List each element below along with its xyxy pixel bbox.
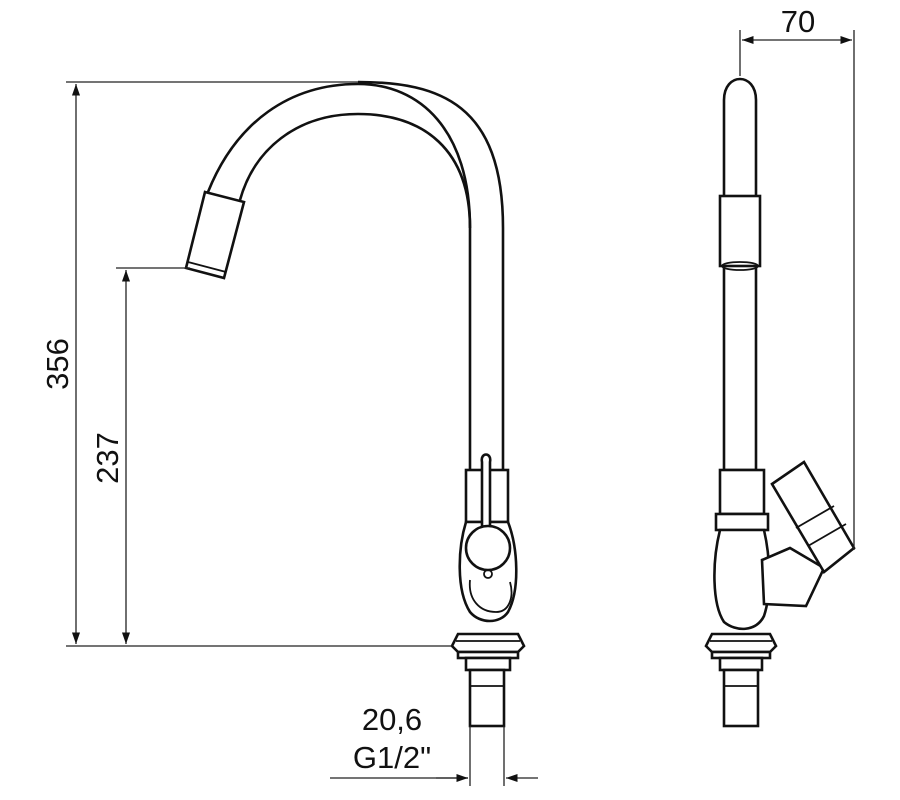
- front-spout-tube-inner-curve: [238, 112, 472, 229]
- side-aerator: [718, 194, 762, 268]
- side-handle-band: [795, 505, 835, 529]
- front-thread-shank: [468, 668, 506, 728]
- side-valve-body: [713, 528, 771, 631]
- front-aerator: [184, 190, 246, 280]
- side-base-flange: [704, 632, 778, 654]
- side-thread-shank: [722, 668, 760, 728]
- front-handle-stem: [480, 453, 492, 532]
- front-spout-tube: [206, 82, 472, 470]
- side-valve-ring: [714, 512, 770, 532]
- front-base-nut: [464, 656, 512, 672]
- side-handle-band-2: [807, 523, 847, 547]
- side-aerator-outlet: [721, 261, 759, 271]
- front-handle-screw: [483, 569, 493, 579]
- front-valve-contour: [468, 579, 513, 613]
- total-height-label: 356: [40, 338, 75, 390]
- front-view: [184, 80, 526, 728]
- front-aerator-tip: [187, 261, 227, 273]
- thread-size-label: 20,6: [362, 702, 422, 737]
- side-handle-arm: [760, 546, 826, 608]
- dimension-spout-height: 237: [90, 267, 190, 644]
- spout-height-label: 237: [90, 432, 125, 484]
- front-handle-knob: [464, 524, 512, 572]
- dimension-total-height: 356: [40, 81, 452, 647]
- dimension-side-width: 70: [739, 4, 855, 550]
- side-base-nut: [718, 656, 764, 672]
- front-spout-tube-inner: [357, 80, 505, 470]
- dimension-thread: 20,6 G1/2": [330, 702, 538, 786]
- side-width-label: 70: [781, 4, 815, 39]
- thread-type-label: G1/2": [353, 740, 431, 775]
- side-valve-collar: [718, 468, 766, 516]
- front-base-flange: [450, 632, 526, 654]
- side-spout-tube: [722, 77, 758, 472]
- side-view: [704, 77, 856, 728]
